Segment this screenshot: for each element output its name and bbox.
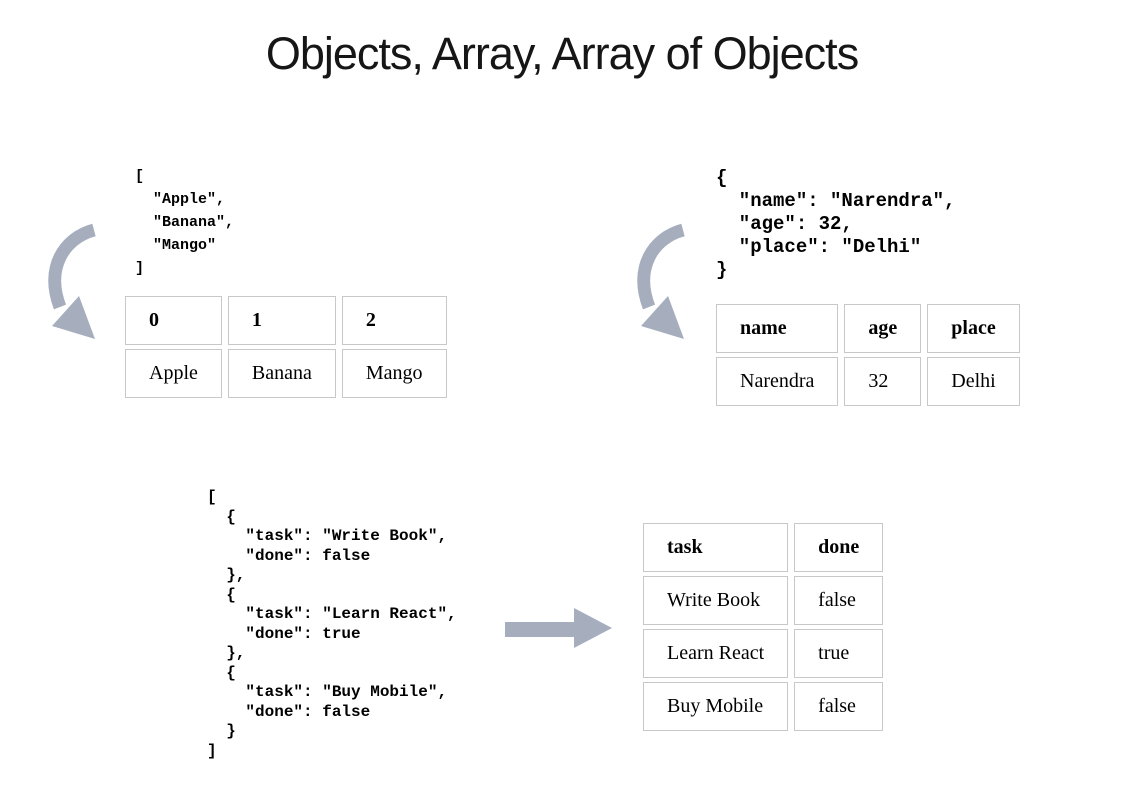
- data-cell: Write Book: [643, 576, 789, 625]
- table-row: Write Book false: [643, 576, 884, 625]
- curved-arrow-icon: [631, 223, 693, 343]
- array-of-objects-code-block: [ { "task": "Write Book", "done": false …: [207, 488, 457, 760]
- header-cell: 2: [341, 296, 447, 345]
- data-cell: 32: [844, 357, 922, 406]
- header-cell: age: [844, 304, 922, 353]
- header-cell: 1: [227, 296, 336, 345]
- object-code-block: { "name": "Narendra", "age": 32, "place"…: [716, 167, 956, 281]
- data-cell: false: [794, 576, 884, 625]
- data-cell: Learn React: [643, 629, 789, 678]
- tasks-table: task done Write Book false Learn React t…: [637, 519, 889, 735]
- table-header-row: task done: [643, 523, 884, 572]
- table-header-row: 0 1 2: [125, 296, 447, 345]
- table-row: Narendra 32 Delhi: [716, 357, 1020, 406]
- data-cell: true: [794, 629, 884, 678]
- header-cell: place: [927, 304, 1020, 353]
- array-table: 0 1 2 Apple Banana Mango: [119, 292, 453, 402]
- table-row: Learn React true: [643, 629, 884, 678]
- data-cell: Apple: [125, 349, 222, 398]
- data-cell: Buy Mobile: [643, 682, 789, 731]
- page-title: Objects, Array, Array of Objects: [265, 28, 859, 79]
- data-cell: false: [794, 682, 884, 731]
- right-arrow-icon: [505, 607, 612, 649]
- curved-arrow-icon: [42, 223, 104, 343]
- object-table: name age place Narendra 32 Delhi: [710, 300, 1026, 410]
- data-cell: Narendra: [716, 357, 839, 406]
- table-row: Buy Mobile false: [643, 682, 884, 731]
- header-cell: task: [643, 523, 789, 572]
- table-row: Apple Banana Mango: [125, 349, 447, 398]
- data-cell: Mango: [341, 349, 447, 398]
- header-cell: 0: [125, 296, 222, 345]
- array-code-block: [ "Apple", "Banana", "Mango" ]: [135, 168, 235, 277]
- header-cell: name: [716, 304, 839, 353]
- table-header-row: name age place: [716, 304, 1020, 353]
- header-cell: done: [794, 523, 884, 572]
- data-cell: Banana: [227, 349, 336, 398]
- data-cell: Delhi: [927, 357, 1020, 406]
